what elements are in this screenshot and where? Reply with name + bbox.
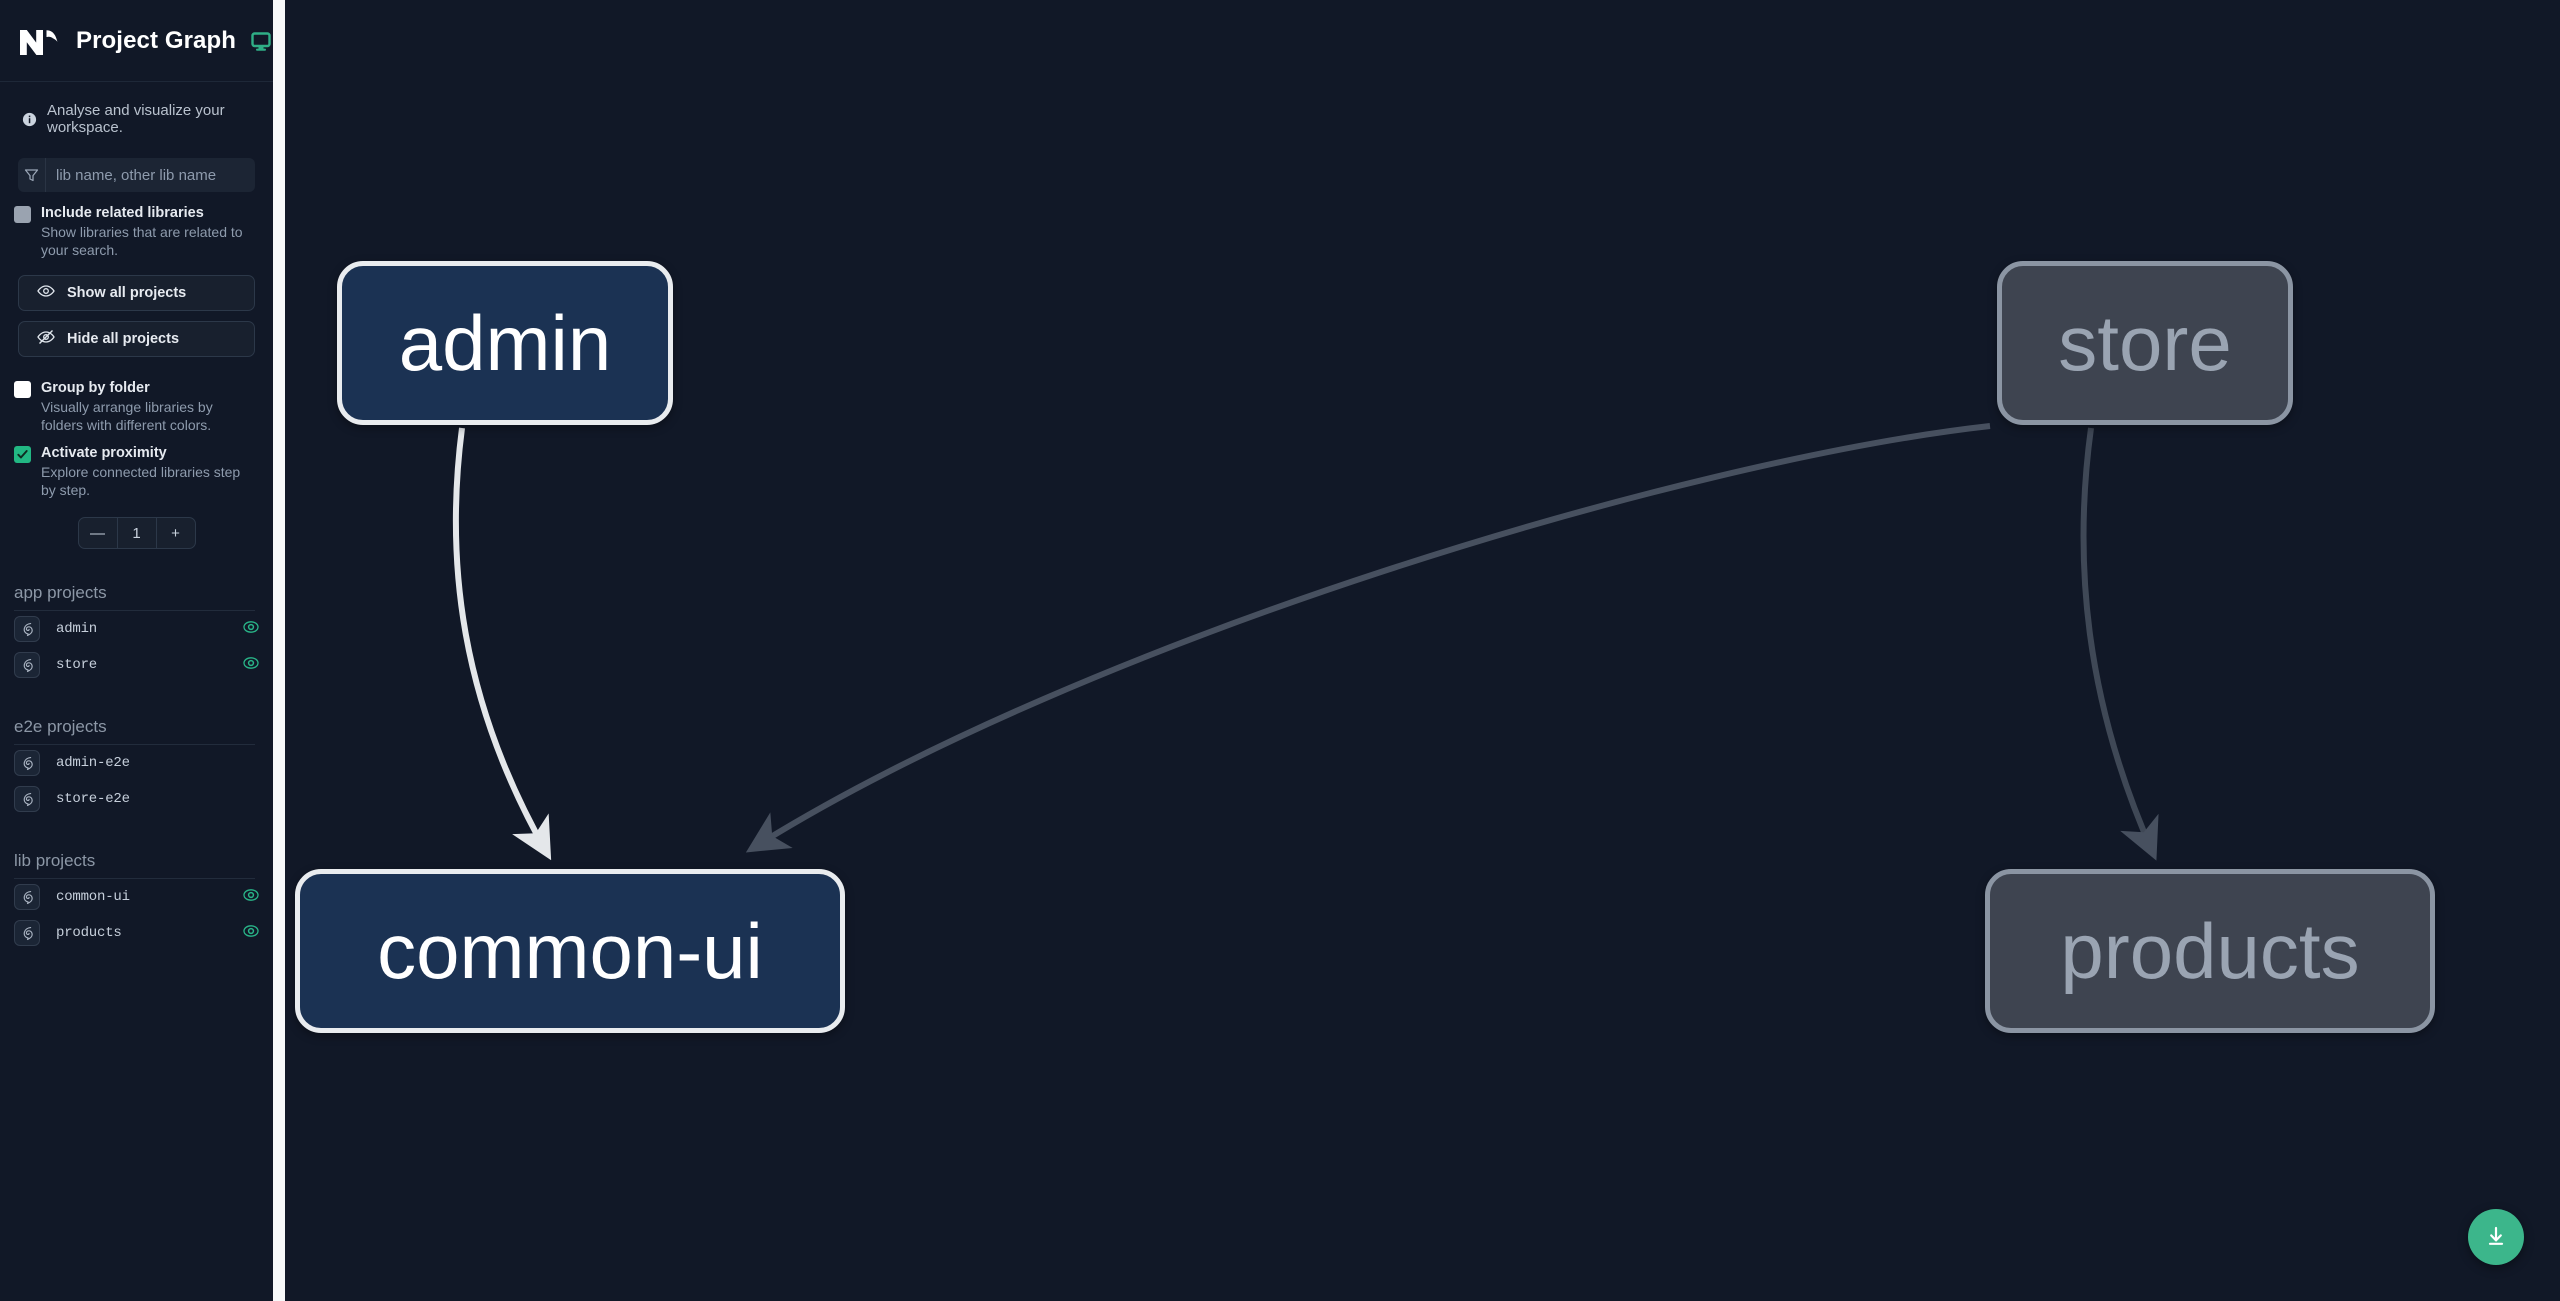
- project-icon: [14, 884, 40, 910]
- project-list-item-label: admin-e2e: [56, 755, 130, 771]
- graph-node-label: common-ui: [377, 906, 763, 995]
- download-image-button[interactable]: [2468, 1209, 2524, 1265]
- option-label: Activate proximity: [41, 445, 167, 461]
- project-group-header: e2e projects: [0, 717, 273, 745]
- project-list-item-label: store-e2e: [56, 791, 130, 807]
- graph-node-store[interactable]: store: [1997, 261, 2293, 425]
- proximity-increase-button[interactable]: +: [155, 518, 195, 548]
- project-list-item-common-ui[interactable]: common-ui: [0, 879, 273, 915]
- graph-node-admin[interactable]: admin: [337, 261, 673, 425]
- project-groups: app projects admin store e2e projects ad…: [0, 583, 273, 951]
- show-all-projects-label: Show all projects: [67, 285, 187, 301]
- graph-node-products[interactable]: products: [1985, 869, 2435, 1033]
- project-list-item-admin-e2e[interactable]: admin-e2e: [0, 745, 273, 781]
- nx-logo-icon: [16, 21, 62, 61]
- eye-off-icon: [37, 328, 55, 350]
- project-list-item-label: admin: [56, 621, 98, 637]
- option-label: Group by folder: [41, 380, 150, 396]
- graph-canvas[interactable]: admin store common-ui products: [285, 0, 2560, 1301]
- option-include-related-libraries[interactable]: Include related libraries Show libraries…: [0, 192, 273, 259]
- info-icon: [22, 112, 37, 127]
- project-list-item-store-e2e[interactable]: store-e2e: [0, 781, 273, 817]
- project-group-header: lib projects: [0, 851, 273, 879]
- eye-circle-icon[interactable]: [243, 619, 259, 640]
- edge-store-to-common-ui: [745, 423, 1991, 853]
- show-all-projects-button[interactable]: Show all projects: [18, 275, 255, 311]
- search-input[interactable]: [46, 158, 255, 192]
- project-list-item-store[interactable]: store: [0, 647, 273, 683]
- eye-circle-icon[interactable]: [243, 655, 259, 676]
- project-list-item-label: products: [56, 925, 122, 941]
- graph-node-label: admin: [398, 298, 612, 387]
- graph-edges: [452, 423, 2159, 861]
- graph-node-label: store: [2058, 298, 2232, 387]
- project-list-item-label: common-ui: [56, 889, 130, 905]
- project-icon: [14, 920, 40, 946]
- eye-circle-icon[interactable]: [243, 923, 259, 944]
- edge-store-to-products: [2080, 427, 2159, 861]
- checkbox-group-by-folder[interactable]: [14, 381, 31, 398]
- project-list-item-admin[interactable]: admin: [0, 611, 273, 647]
- sidebar-subtitle-row: Analyse and visualize your workspace.: [0, 82, 273, 136]
- hide-all-projects-button[interactable]: Hide all projects: [18, 321, 255, 357]
- sidebar-resizer[interactable]: [273, 0, 285, 1301]
- project-group-title: app projects: [14, 583, 107, 602]
- option-group-by-folder[interactable]: Group by folder Visually arrange librari…: [0, 357, 273, 434]
- download-icon: [2483, 1223, 2509, 1252]
- eye-icon: [37, 282, 55, 304]
- project-group-title: lib projects: [14, 851, 96, 870]
- eye-circle-icon[interactable]: [243, 887, 259, 908]
- proximity-value: 1: [116, 518, 156, 548]
- search-section: [0, 136, 273, 192]
- proximity-decrease-button[interactable]: —: [90, 524, 105, 542]
- proximity-stepper: — 1 +: [77, 517, 196, 549]
- monitor-icon[interactable]: [250, 30, 272, 52]
- graph-node-label: products: [2060, 906, 2360, 995]
- page-title: Project Graph: [76, 26, 237, 54]
- option-activate-proximity[interactable]: Activate proximity Explore connected lib…: [0, 434, 273, 499]
- option-label: Include related libraries: [41, 205, 204, 221]
- project-icon: [14, 616, 40, 642]
- search-box[interactable]: [18, 158, 255, 192]
- project-icon: [14, 652, 40, 678]
- sidebar: Project Graph Analyse and visualize your…: [0, 0, 273, 1301]
- option-description: Explore connected libraries step by step…: [41, 464, 241, 498]
- sidebar-header: Project Graph: [0, 0, 273, 82]
- option-description: Visually arrange libraries by folders wi…: [41, 399, 213, 433]
- project-group-header: app projects: [0, 583, 273, 611]
- sidebar-subtitle: Analyse and visualize your workspace.: [47, 102, 225, 136]
- divider: [14, 878, 255, 879]
- project-group-title: e2e projects: [14, 717, 107, 736]
- edge-admin-to-common-ui: [452, 427, 552, 861]
- checkbox-include-related-libraries[interactable]: [14, 206, 31, 223]
- option-description: Show libraries that are related to your …: [41, 224, 243, 258]
- project-icon: [14, 750, 40, 776]
- visibility-buttons: Show all projects Hide all projects: [0, 259, 273, 357]
- graph-node-common-ui[interactable]: common-ui: [295, 869, 845, 1033]
- funnel-icon: [18, 158, 46, 192]
- divider: [14, 610, 255, 611]
- project-icon: [14, 786, 40, 812]
- project-list-item-label: store: [56, 657, 98, 673]
- checkbox-activate-proximity[interactable]: [14, 446, 31, 463]
- project-list-item-products[interactable]: products: [0, 915, 273, 951]
- hide-all-projects-label: Hide all projects: [67, 331, 180, 347]
- divider: [14, 744, 255, 745]
